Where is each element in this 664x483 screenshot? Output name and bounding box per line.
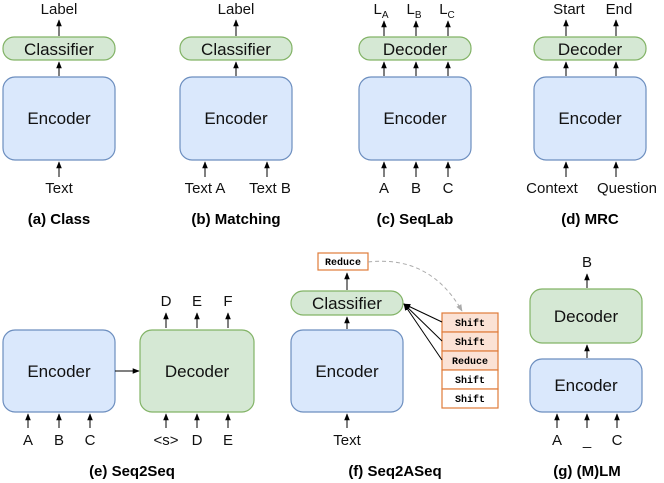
encoder-label: Encoder (204, 109, 268, 128)
decoder-label: Decoder (383, 40, 448, 59)
caption: (e) Seq2Seq (89, 463, 175, 480)
action-output-label: Reduce (325, 257, 361, 269)
caption: (f) Seq2ASeq (348, 463, 441, 480)
decoder-box (533, 36, 647, 61)
stack-cell-label: Reduce (452, 356, 488, 368)
classifier-label: Classifier (201, 40, 271, 59)
decoder-box (529, 288, 643, 344)
encoder-box (529, 358, 643, 413)
panel-seqlab: LA LB LC Decoder Encoder A B C (c) SeqLa… (358, 1, 472, 228)
panel-seq2seq: Encoder Decoder D E F A B C <s> D E (e) … (2, 293, 255, 480)
panel-seq2aseq: Reduce Classifier Encoder Text Shift Shi… (290, 252, 499, 480)
input-label: Context (526, 180, 579, 197)
output-label: D (161, 293, 172, 310)
panel-mrc: Start End Decoder Encoder Context Questi… (526, 1, 657, 228)
input-label: A (552, 432, 562, 449)
output-label: F (223, 293, 232, 310)
encoder-label: Encoder (315, 362, 379, 381)
decoder-box (139, 329, 255, 413)
action-stack: Shift Shift Reduce Shift Shift (441, 312, 499, 409)
panel-matching: Label Classifier Encoder Text A Text B (… (179, 1, 293, 228)
input-label: <s> (153, 432, 178, 449)
input-label: B (54, 432, 64, 449)
decoder-label: Decoder (165, 362, 230, 381)
encoder-box (2, 76, 116, 161)
input-label: D (192, 432, 203, 449)
encoder-label: Encoder (554, 376, 618, 395)
decoder-label: Decoder (558, 40, 623, 59)
caption: (b) Matching (191, 211, 280, 228)
encoder-label: Encoder (558, 109, 622, 128)
input-label: Text B (249, 180, 291, 197)
output-label: LB (406, 1, 421, 21)
classifier-label: Classifier (24, 40, 94, 59)
output-label: Start (553, 1, 586, 18)
input-label: C (612, 432, 623, 449)
encoder-label: Encoder (27, 362, 91, 381)
classifier-box (290, 290, 404, 316)
encoder-box (179, 76, 293, 161)
output-label: Label (41, 1, 78, 18)
classifier-box (179, 36, 293, 61)
output-label: Label (218, 1, 255, 18)
caption: (a) Class (28, 211, 91, 228)
caption: (c) SeqLab (377, 211, 454, 228)
encoder-label: Encoder (383, 109, 447, 128)
encoder-box (358, 76, 472, 161)
input-label: E (223, 432, 233, 449)
classifier-label: Classifier (312, 294, 382, 313)
stack-cell-label: Shift (455, 337, 485, 349)
panel-mlm: B Decoder Encoder A _ C (g) (M)LM (529, 254, 643, 480)
input-label: A (23, 432, 33, 449)
caption: (d) MRC (561, 211, 619, 228)
input-label: Text (333, 432, 361, 449)
stack-cell-label: Shift (455, 375, 485, 387)
output-label: End (606, 1, 633, 18)
classifier-box (2, 36, 116, 61)
input-label: A (379, 180, 389, 197)
stack-cell-label: Shift (455, 318, 485, 330)
dashed-feedback-arrow (367, 260, 463, 312)
stack-cell (441, 388, 499, 409)
encoder-label: Encoder (27, 109, 91, 128)
decoder-label: Decoder (554, 307, 619, 326)
input-label: C (443, 180, 454, 197)
decoder-box (358, 36, 472, 61)
input-label: Text A (185, 180, 226, 197)
stack-to-classifier-arrow (403, 303, 443, 342)
output-label: LA (373, 1, 388, 21)
input-label: B (411, 180, 421, 197)
output-label: LC (439, 1, 455, 21)
input-label: Question (597, 180, 657, 197)
input-label: C (85, 432, 96, 449)
caption: (g) (M)LM (553, 463, 620, 480)
encoder-box (290, 329, 404, 413)
panel-class: Label Classifier Encoder Text (a) Class (2, 1, 116, 228)
encoder-box (533, 76, 647, 161)
stack-to-classifier-arrow (403, 303, 443, 361)
input-label: _ (582, 432, 592, 449)
output-label: E (192, 293, 202, 310)
input-label: Text (45, 180, 73, 197)
output-label: B (582, 254, 592, 271)
stack-cell-label: Shift (455, 394, 485, 406)
